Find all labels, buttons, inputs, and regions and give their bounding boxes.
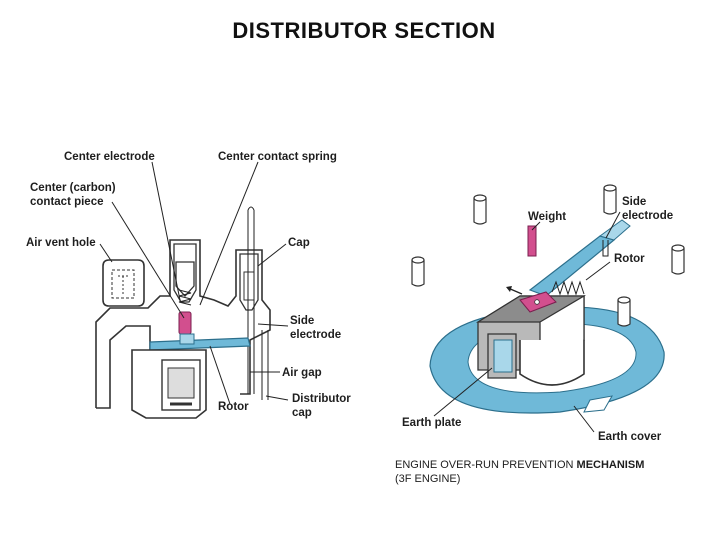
label-weight: Weight bbox=[528, 211, 566, 223]
caption-line1: ENGINE OVER-RUN PREVENTION MECHANISM bbox=[395, 459, 644, 471]
left-leader-lines bbox=[99, 161, 289, 405]
label-distributor-cap-line2: cap bbox=[292, 407, 312, 419]
label-earth-cover: Earth cover bbox=[598, 431, 662, 443]
page-title: DISTRIBUTOR SECTION bbox=[232, 18, 496, 43]
label-air-gap: Air gap bbox=[282, 367, 322, 379]
label-center-carbon-line1: Center (carbon) bbox=[30, 182, 116, 194]
caption-line2: (3F ENGINE) bbox=[395, 473, 460, 485]
label-side-electrode-line2: electrode bbox=[290, 329, 341, 341]
label-air-vent-hole: Air vent hole bbox=[26, 237, 96, 249]
label-center-contact-spring: Center contact spring bbox=[218, 151, 337, 163]
distributor-cross-section bbox=[95, 206, 271, 419]
overrun-mechanism bbox=[411, 184, 685, 414]
label-side-electrode-r-line1: Side bbox=[622, 196, 646, 208]
caption-line1-normal: ENGINE OVER-RUN PREVENTION bbox=[395, 459, 577, 471]
label-rotor: Rotor bbox=[218, 401, 249, 413]
label-cap: Cap bbox=[288, 237, 310, 249]
label-earth-plate: Earth plate bbox=[402, 417, 461, 429]
label-rotor-r: Rotor bbox=[614, 253, 645, 265]
label-center-carbon-line2: contact piece bbox=[30, 196, 104, 208]
label-side-electrode-line1: Side bbox=[290, 315, 314, 327]
label-center-electrode: Center electrode bbox=[64, 151, 155, 163]
right-leader-lines bbox=[433, 211, 621, 433]
label-side-electrode-r-line2: electrode bbox=[622, 210, 673, 222]
caption-line1-bold: MECHANISM bbox=[577, 459, 645, 471]
label-distributor-cap-line1: Distributor bbox=[292, 393, 351, 405]
